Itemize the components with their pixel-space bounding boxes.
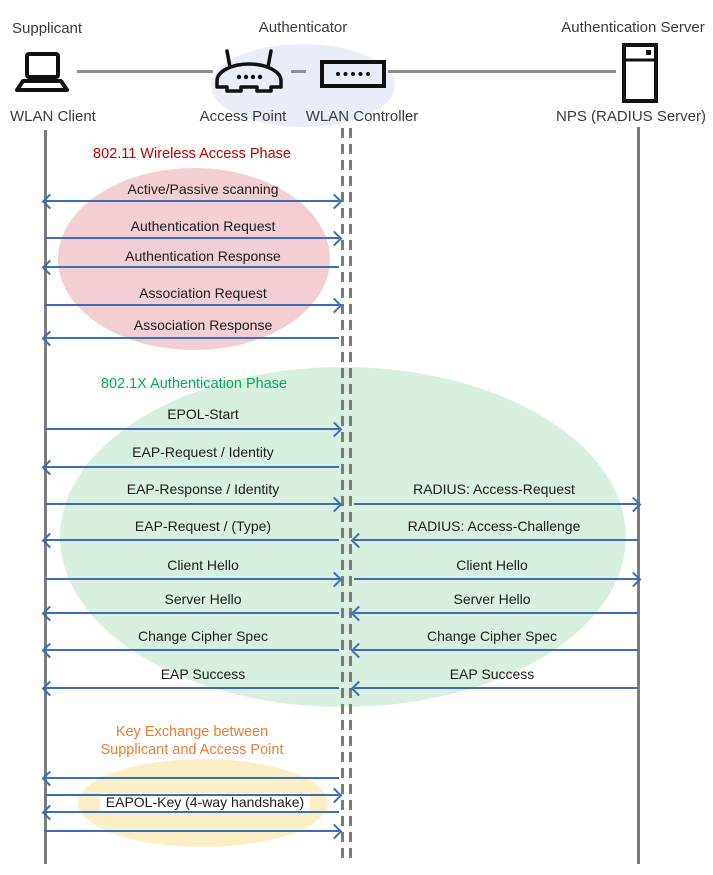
message-label: Server Hello [164, 591, 242, 607]
handshake-arrow-4-right [45, 823, 343, 840]
handshake-arrow-2-right [45, 787, 343, 804]
node-label-nps: NPS (RADIUS Server) [555, 108, 707, 125]
message-label: EAP Success [160, 666, 246, 682]
lifeline-wlan-client [44, 130, 47, 864]
message-label: Client Hello [167, 557, 239, 573]
message-arrow-left [41, 680, 339, 697]
phase-title-8021x: 802.1X Authentication Phase [100, 376, 288, 392]
message-label: RADIUS: Access-Challenge [407, 518, 581, 534]
phase-title-key-exchange-line1: Key Exchange between [115, 724, 269, 740]
arrowhead-right-icon [326, 787, 343, 804]
laptop-icon [14, 52, 70, 96]
handshake-arrow-1-left [41, 770, 339, 787]
node-label-access-point: Access Point [199, 108, 287, 125]
message-label: Change Cipher Spec [427, 628, 557, 644]
message-label: Association Response [133, 317, 273, 333]
server-icon [621, 43, 659, 103]
connector-ap-controller [291, 70, 306, 73]
message-label: Client Hello [456, 557, 528, 573]
message-label-eapol-key: EAPOL-Key (4-way handshake) [99, 793, 311, 812]
wlan-controller-icon [320, 60, 386, 88]
message-arrow-left [350, 680, 638, 697]
message-arrow-right [354, 571, 642, 588]
message-label: Server Hello [453, 591, 531, 607]
node-label-wlan-controller: WLAN Controller [305, 108, 419, 125]
message-arrow-left [41, 330, 339, 347]
message-arrow-left [41, 532, 339, 549]
connector-client-ap [77, 70, 213, 73]
message-label: EAP-Request / (Type) [134, 518, 272, 534]
arrowhead-right-icon [326, 823, 343, 840]
handshake-arrow-3-left [41, 804, 339, 821]
connector-controller-server [388, 70, 616, 73]
message-arrow-both [41, 193, 343, 210]
phase-title-key-exchange: Key Exchange between Supplicant and Acce… [101, 723, 284, 759]
message-label: Authentication Response [125, 248, 281, 264]
message-label: Active/Passive scanning [127, 181, 279, 197]
arrowhead-right-icon [326, 230, 343, 247]
message-arrow-left [41, 259, 339, 276]
access-point-icon [212, 47, 286, 97]
role-title-authenticator: Authenticator [258, 19, 348, 36]
message-arrow-left [350, 605, 638, 622]
phase-title-key-exchange-line2: Supplicant and Access Point [100, 742, 284, 758]
phase-ellipse-80211 [58, 168, 330, 350]
message-arrow-right [45, 496, 343, 513]
message-label: RADIUS: Access-Request [413, 481, 575, 497]
role-title-authentication-server: Authentication Server [561, 19, 705, 36]
arrowhead-right-icon [326, 193, 343, 210]
message-arrow-left [41, 605, 339, 622]
lifeline-controller-dashed-left [341, 128, 344, 860]
message-arrow-left [41, 642, 339, 659]
message-arrow-right [45, 230, 343, 247]
message-arrow-right [45, 421, 343, 438]
message-label: EPOL-Start [167, 406, 239, 422]
message-label: Change Cipher Spec [138, 628, 268, 644]
message-label: Authentication Request [130, 218, 276, 234]
message-label: EAP Success [449, 666, 535, 682]
message-arrow-left [350, 642, 638, 659]
message-label: EAP-Response / Identity [126, 481, 280, 497]
node-label-wlan-client: WLAN Client [10, 108, 96, 125]
arrowhead-right-icon [326, 297, 343, 314]
message-label: Association Request [139, 285, 267, 301]
role-title-supplicant: Supplicant [12, 20, 83, 37]
lifeline-nps-server [637, 127, 640, 864]
message-label: EAP-Request / Identity [132, 444, 274, 460]
lifeline-controller-dashed-right [349, 128, 352, 860]
message-arrow-right [45, 571, 343, 588]
phase-title-80211: 802.11 Wireless Access Phase [93, 146, 291, 162]
message-arrow-left [350, 532, 638, 549]
message-arrow-left [41, 459, 339, 476]
message-arrow-right [45, 297, 343, 314]
message-arrow-right [354, 496, 642, 513]
